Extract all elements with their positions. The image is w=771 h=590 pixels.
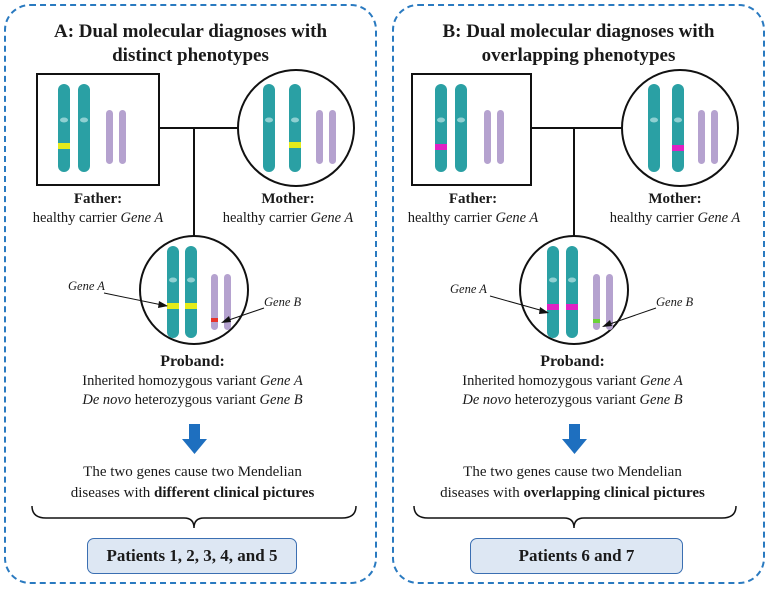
down-arrow [562,424,587,454]
father-label: Father: healthy carrier Gene A [32,191,164,226]
proband-line-2-denovo: De novo [82,392,132,408]
mother-label: Mother: healthy carrier Gene A [609,191,741,226]
grouping-brace [413,505,737,529]
title-line-2: distinct phenotypes [112,45,269,66]
gene-a-pointer [103,292,168,307]
grouping-brace [31,505,357,529]
proband-line-2-gene: Gene B [639,392,683,408]
gene-a-arrowhead [158,301,168,308]
mother-gene: Gene A [697,210,741,226]
pedigree-diagram [411,69,739,529]
panel-a: A: Dual molecular diagnoses with distinc… [4,4,377,584]
father-gene: Gene A [495,210,539,226]
proband-gene-b-band [211,318,218,322]
mother-desc: healthy carrier [609,210,698,226]
father-title: Father [73,191,118,207]
conclusion-line-2: diseases with [70,485,155,501]
gene-a-arrowhead [539,307,549,314]
panel-title: A: Dual molecular diagnoses with distinc… [6,20,375,68]
panel-b: B: Dual molecular diagnoses with overlap… [392,4,765,584]
proband-line-2-denovo: De novo [462,392,512,408]
pedigree-diagram [31,69,357,529]
gene-b-arrowhead [602,320,612,327]
proband-line-2: heterozygous variant [131,392,260,408]
conclusion-line-2-bold: overlapping clinical pictures [523,485,705,501]
conclusion-line-1: The two genes cause two Mendelian [83,464,302,480]
proband-line-2: heterozygous variant [511,392,640,408]
title-line-2: overlapping phenotypes [481,45,676,66]
father-gene-a-band [435,144,447,150]
father-desc: healthy carrier [407,210,496,226]
conclusion-text: The two genes cause two Mendelian diseas… [6,462,379,504]
mother-gene: Gene A [310,210,354,226]
proband-gene-a-band-1 [167,303,179,309]
gene-b-label: Gene B [656,295,694,309]
father-square [36,73,160,186]
mother-desc: healthy carrier [222,210,311,226]
father-label: Father: healthy carrier Gene A [407,191,539,226]
mother-gene-a-band [289,142,301,148]
proband-gene-b-band [593,319,600,323]
gene-a-pointer [489,295,548,313]
title-line-1: B: Dual molecular diagnoses with [442,21,715,42]
mother-chromosomes [263,84,336,172]
father-desc: healthy carrier [32,210,121,226]
panel-title: B: Dual molecular diagnoses with overlap… [394,20,763,68]
patients-box: Patients 6 and 7 [470,538,683,574]
mother-chromosomes [648,84,718,172]
proband-text: Proband: Inherited homozygous variant Ge… [462,353,683,408]
gene-b-label: Gene B [264,295,302,309]
proband-gene-a-band-1 [547,304,559,310]
title-line-1: A: Dual molecular diagnoses with [53,21,328,42]
conclusion-line-2: diseases with [440,485,524,501]
conclusion-line-1: The two genes cause two Mendelian [463,464,682,480]
proband-chromosomes [547,246,613,338]
mother-title: Mother [648,191,697,207]
conclusion-text: The two genes cause two Mendelian diseas… [386,462,759,504]
proband-line-1-gene: Gene A [259,373,303,389]
proband-gene-a-band-2 [566,304,578,310]
gene-a-label: Gene A [450,282,487,296]
father-chromosomes [58,84,126,172]
father-title: Father [448,191,493,207]
proband-title: Proband [540,353,600,370]
father-chromosomes [435,84,504,172]
father-gene-a-band [58,143,70,149]
proband-chromosomes [167,246,231,338]
mother-label: Mother: healthy carrier Gene A [222,191,354,226]
conclusion-line-2-bold: different clinical pictures [154,485,315,501]
gene-a-label: Gene A [68,279,105,293]
mother-title: Mother [261,191,310,207]
father-square [411,73,532,186]
gene-b-pointer [603,307,657,327]
gene-b-arrowhead [221,316,231,323]
proband-line-1: Inherited homozygous variant [82,373,260,389]
proband-line-2-gene: Gene B [259,392,303,408]
proband-line-1: Inherited homozygous variant [462,373,640,389]
proband-gene-a-band-2 [185,303,197,309]
proband-line-1-gene: Gene A [639,373,683,389]
proband-text: Proband: Inherited homozygous variant Ge… [82,353,303,408]
mother-gene-a-band [672,145,684,151]
patients-box: Patients 1, 2, 3, 4, and 5 [87,538,297,574]
father-gene: Gene A [120,210,164,226]
down-arrow [182,424,207,454]
proband-title: Proband [160,353,220,370]
